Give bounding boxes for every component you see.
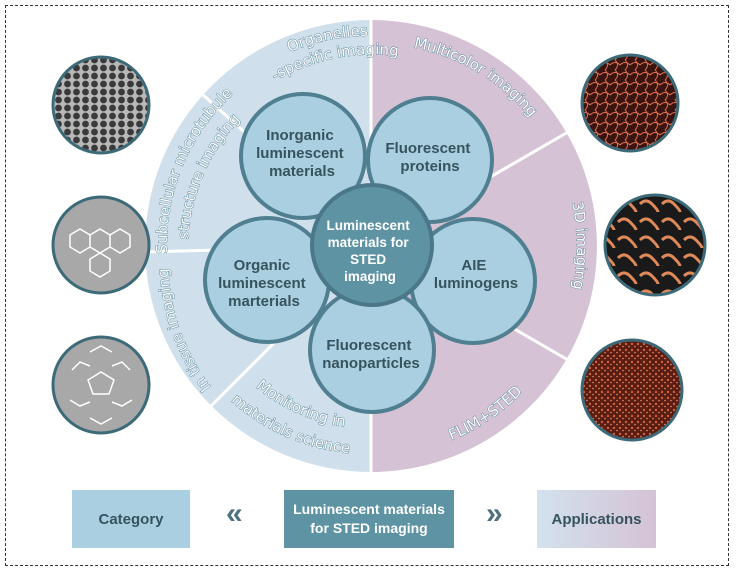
legend-category-box: Category xyxy=(72,490,190,548)
molecule-structure-image xyxy=(51,195,151,295)
petal-fluorescent-proteins-label: Fluorescent proteins xyxy=(385,140,474,175)
petal-nanoparticles-label: Fluorescent nanoparticles xyxy=(322,337,420,372)
tem-nanoparticles-image xyxy=(51,55,151,155)
mitochondria-3d-image xyxy=(603,193,707,297)
legend-applications-box: Applications xyxy=(537,490,656,548)
dashed-frame xyxy=(5,5,729,566)
legend-center-box: Luminescent materials for STED imaging xyxy=(284,490,454,548)
center-label: Luminescent materials for STED imaging xyxy=(326,218,413,284)
petal-inorganic xyxy=(239,92,367,220)
microtubule-image xyxy=(580,53,680,153)
petal-aie-label: AIE luminogens xyxy=(434,257,518,292)
chevron-left-icon: « xyxy=(226,497,243,530)
chevron-right-icon: » xyxy=(486,497,503,530)
app-3d: 3D imaging xyxy=(568,200,591,291)
petal-inorganic-label: Inorganic luminescent materials xyxy=(256,127,348,180)
petal-organic-label: Organic luminescent marterials xyxy=(218,257,310,310)
aie-molecule-image xyxy=(51,335,151,435)
molecule-drawings xyxy=(69,228,133,425)
center-circle xyxy=(310,183,434,307)
flim-tissue-image xyxy=(580,338,684,442)
